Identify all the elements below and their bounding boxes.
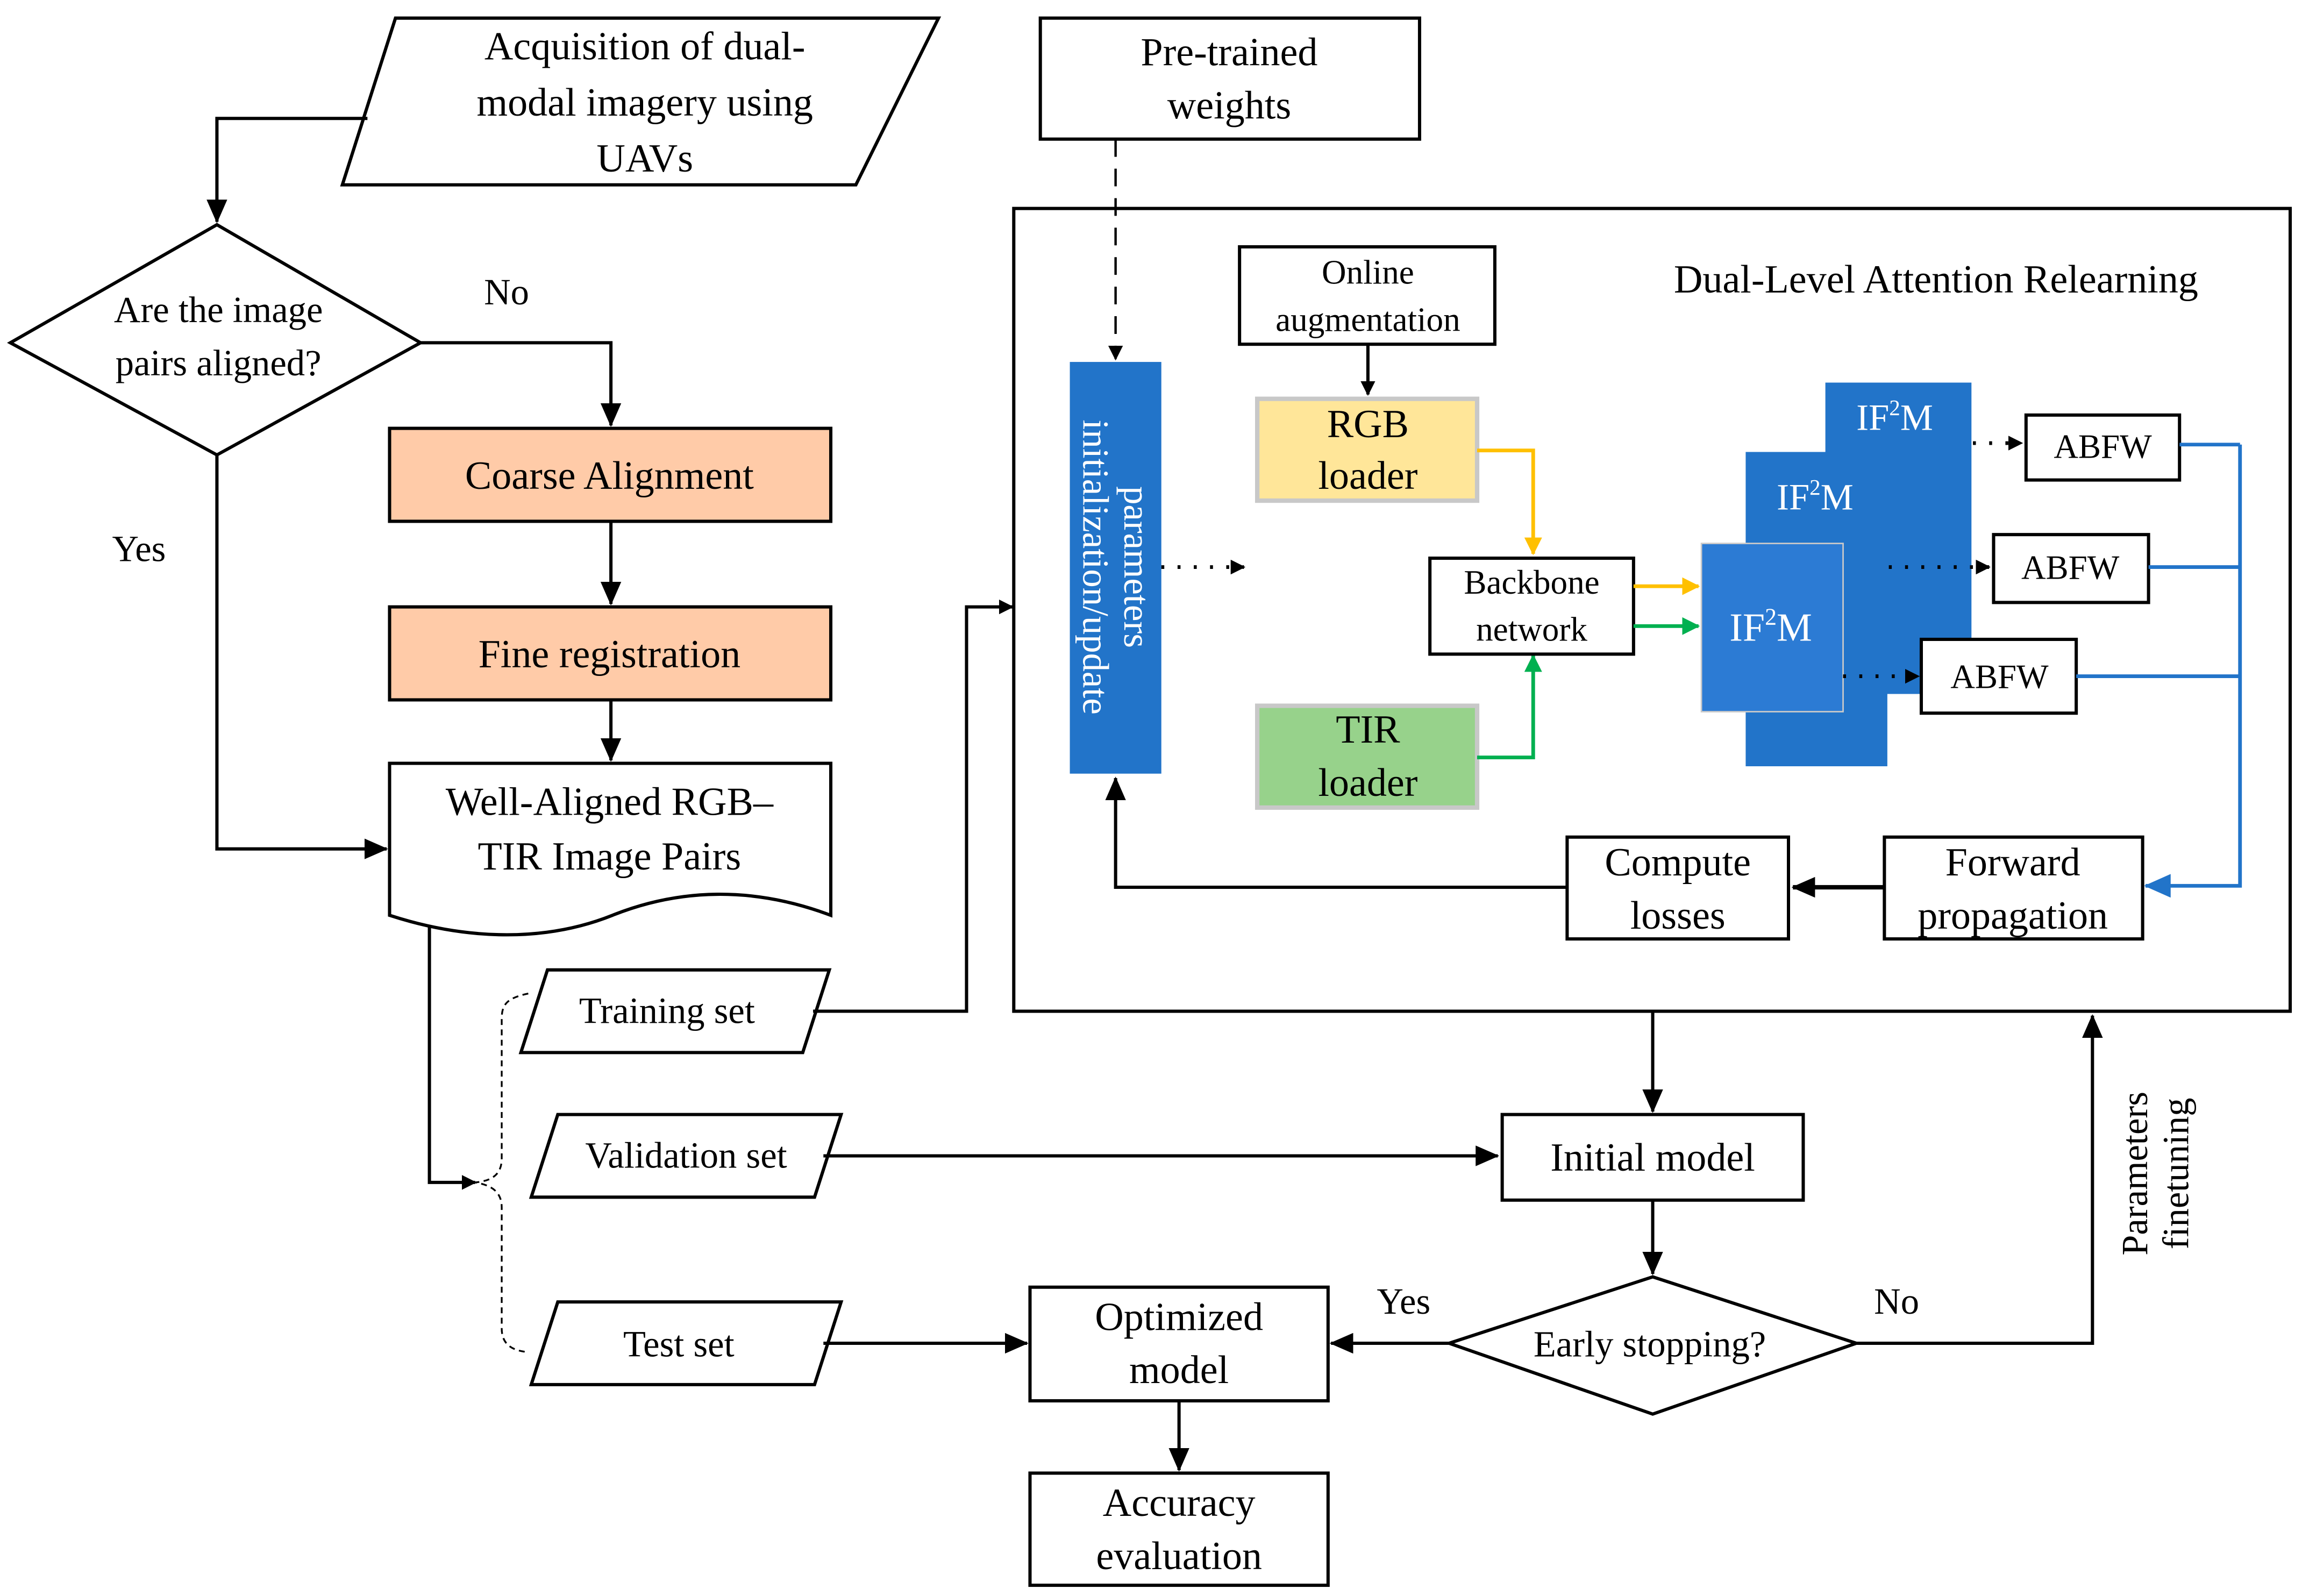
training-set-label: Training set (579, 990, 755, 1031)
compute-losses-line-1: Compute (1605, 840, 1751, 885)
param-finetune-line-2: finetuning (2156, 1098, 2197, 1249)
fine-registration-node: Fine registration (388, 605, 833, 702)
initial-model-label: Initial model (1550, 1136, 1755, 1180)
pretrained-weights-node: Pre-trained weights (1038, 16, 1421, 141)
edge-decision-yes-to-pairs (215, 454, 388, 859)
param-finetune-label: Parameters finetuning (2114, 1092, 2197, 1256)
test-set-node: Test set (529, 1300, 844, 1386)
forward-line-2: propagation (1918, 894, 2108, 938)
early-stopping-decision: Early stopping? (1444, 1275, 1862, 1416)
acquisition-line-2: modal imagery using (477, 81, 813, 125)
edge-rgb-to-backbone (1477, 448, 1542, 555)
well-aligned-line-2: TIR Image Pairs (478, 835, 742, 879)
abfw-label-1: ABFW (2054, 428, 2152, 465)
backbone-node: Backbone network (1428, 557, 1635, 656)
forward-propagation-node: Forward propagation (1883, 835, 2144, 941)
pretrained-line-2: weights (1167, 83, 1291, 127)
tir-loader-line-1: TIR (1336, 708, 1400, 752)
param-init-line-2: initialization/update (1075, 419, 1116, 715)
optimized-line-2: model (1129, 1348, 1229, 1392)
acquisition-node: Acquisition of dual- modal imagery using… (340, 16, 942, 187)
dlar-title: Dual-Level Attention Relearning (1674, 258, 2198, 302)
if2m-label-3: IF2M (1856, 395, 1933, 438)
acquisition-line-1: Acquisition of dual- (484, 25, 806, 69)
if2m-label-2: IF2M (1777, 475, 1854, 517)
online-augmentation-node: Online augmentation (1238, 245, 1496, 346)
tir-loader-node: TIR loader (1255, 703, 1480, 810)
if2m-label-1: IF2M (1729, 604, 1812, 650)
edge-label-no-bottom: No (1874, 1281, 1919, 1322)
edge-label-yes-bottom: Yes (1377, 1281, 1430, 1322)
edge-decision-to-coarse (421, 341, 622, 427)
edge-training-to-dlar (813, 599, 1014, 1013)
edge-label-no-top: No (484, 272, 529, 312)
edge-early-no-to-dlar (1856, 1014, 2103, 1345)
edge-abfw-to-forward (2076, 443, 2242, 886)
param-finetune-line-1: Parameters (2114, 1092, 2155, 1256)
accuracy-line-1: Accuracy (1103, 1481, 1256, 1525)
if2m-module-1: IF2M (1700, 543, 1844, 712)
acquisition-line-3: UAVs (596, 137, 693, 181)
param-init-line-1: parameters (1116, 486, 1157, 648)
training-set-node: Training set (518, 968, 832, 1054)
backbone-line-2: network (1476, 611, 1587, 649)
initial-model-node: Initial model (1500, 1113, 1805, 1202)
validation-set-label: Validation set (585, 1135, 787, 1175)
fine-registration-label: Fine registration (479, 632, 741, 676)
edge-tir-to-backbone (1477, 654, 1542, 759)
aligned-decision-line-2: pairs aligned? (116, 343, 322, 383)
well-aligned-pairs-node: Well-Aligned RGB– TIR Image Pairs (388, 761, 833, 937)
abfw-label-2: ABFW (2021, 548, 2120, 586)
aligned-decision: Are the image pairs aligned? (7, 223, 424, 457)
coarse-alignment-label: Coarse Alignment (465, 454, 754, 498)
rgb-loader-node: RGB loader (1255, 396, 1480, 503)
validation-set-node: Validation set (529, 1113, 844, 1199)
compute-losses-line-2: losses (1630, 894, 1726, 938)
edge-losses-to-params (1105, 776, 1567, 889)
backbone-line-1: Backbone (1464, 564, 1599, 601)
split-brace (475, 993, 529, 1353)
compute-losses-node: Compute losses (1565, 835, 1791, 941)
edge-pairs-to-split (427, 927, 477, 1190)
pretrained-line-1: Pre-trained (1141, 30, 1317, 74)
accuracy-evaluation-node: Accuracy evaluation (1028, 1471, 1330, 1587)
rgb-loader-line-2: loader (1318, 454, 1417, 498)
well-aligned-line-1: Well-Aligned RGB– (446, 780, 774, 824)
forward-line-1: Forward (1945, 840, 2080, 885)
online-aug-line-2: augmentation (1275, 301, 1460, 338)
tir-loader-line-2: loader (1318, 761, 1417, 805)
abfw-node-3: ABFW (1919, 637, 2078, 715)
edge-label-yes-left: Yes (112, 529, 166, 569)
coarse-alignment-node: Coarse Alignment (388, 426, 833, 523)
accuracy-line-2: evaluation (1096, 1534, 1262, 1578)
online-aug-line-1: Online (1322, 254, 1414, 291)
early-stopping-label: Early stopping? (1534, 1324, 1766, 1365)
param-init-node: parameters initialization/update (1070, 362, 1161, 774)
edge-acquisition-to-decision (206, 117, 368, 224)
abfw-node-2: ABFW (1992, 533, 2150, 604)
abfw-node-1: ABFW (2024, 413, 2182, 482)
optimized-model-node: Optimized model (1028, 1285, 1330, 1403)
abfw-label-3: ABFW (1950, 658, 2049, 696)
optimized-line-1: Optimized (1095, 1295, 1263, 1339)
rgb-loader-line-1: RGB (1327, 402, 1409, 446)
aligned-decision-line-1: Are the image (114, 289, 323, 330)
test-set-label: Test set (623, 1324, 735, 1365)
